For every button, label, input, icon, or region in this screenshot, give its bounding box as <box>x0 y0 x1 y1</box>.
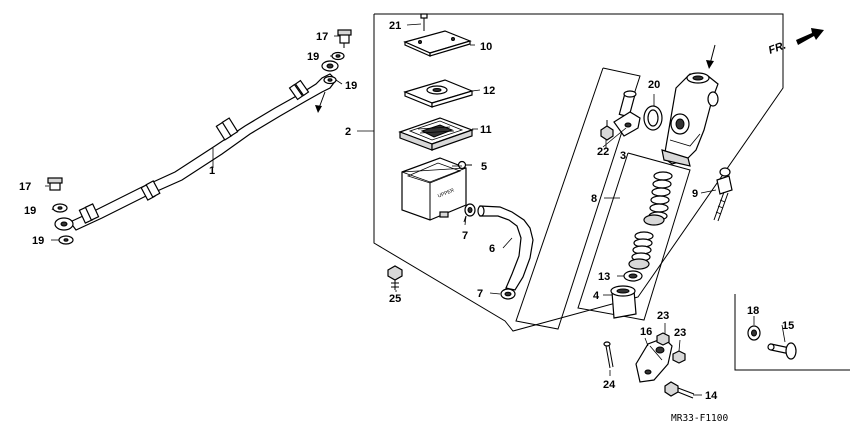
reservoir-joint <box>613 90 641 137</box>
hose-clip-upper <box>463 203 476 223</box>
mounting-bolt <box>387 265 403 290</box>
front-direction-label: FR. <box>767 39 788 56</box>
master-cylinder-body <box>661 72 719 167</box>
down-arrow-icon <box>706 44 716 69</box>
reservoir-hose <box>477 205 534 291</box>
hose-ring <box>78 79 310 224</box>
callout-25: 25 <box>389 293 401 305</box>
assembly-outline-bracket-box <box>734 294 850 371</box>
callout-8: 8 <box>591 193 597 205</box>
callout-19-lower-2: 19 <box>32 235 44 247</box>
callout-9: 9 <box>692 188 698 200</box>
callout-18: 18 <box>747 305 759 317</box>
cap-plate <box>403 79 474 108</box>
callout-3: 3 <box>620 150 626 162</box>
down-arrow-icon <box>315 91 326 113</box>
callout-20: 20 <box>648 79 660 91</box>
piston <box>628 231 654 270</box>
callout-24: 24 <box>603 379 616 391</box>
callout-14: 14 <box>705 390 718 402</box>
callout-15: 15 <box>782 320 794 332</box>
front-direction-arrow-icon <box>796 28 824 45</box>
callout-1: 1 <box>209 165 215 177</box>
mounting-bracket <box>635 337 673 383</box>
clevis-pin <box>767 342 797 360</box>
callout-19-lower: 19 <box>24 205 36 217</box>
seal-washer <box>623 270 643 282</box>
bracket-bolt <box>664 381 695 399</box>
callout-21: 21 <box>389 20 401 32</box>
callout-10: 10 <box>480 41 492 53</box>
pin-washer <box>747 325 761 341</box>
callout-11: 11 <box>480 124 492 136</box>
callout-19-upper-2: 19 <box>345 80 357 92</box>
callout-7-lower: 7 <box>477 288 483 300</box>
callout-13: 13 <box>598 271 610 283</box>
o-ring <box>643 105 663 131</box>
callout-19-upper: 19 <box>307 51 319 63</box>
reservoir-screw <box>420 13 428 31</box>
callout-23-left: 23 <box>657 310 669 322</box>
reservoir-body-screw <box>457 160 472 170</box>
hose-clip-lower <box>500 288 516 300</box>
callout-5: 5 <box>481 161 487 173</box>
piston-cup <box>643 214 665 226</box>
reservoir-cap <box>403 30 472 57</box>
bracket-nut-right <box>672 350 686 364</box>
reservoir-body: UPPER <box>401 157 467 221</box>
pushrod-adjuster <box>713 167 733 222</box>
joint-screw <box>600 120 614 141</box>
cotter-pin <box>603 341 614 369</box>
reservoir-diaphragm <box>398 117 474 151</box>
sealing-washer-upper-2 <box>323 75 337 85</box>
sealing-washer-upper <box>331 51 345 61</box>
leader-lines <box>45 23 786 396</box>
sealing-washer-lower <box>52 203 68 213</box>
sealing-washer-lower-2 <box>58 235 74 245</box>
piston-spring <box>648 171 673 221</box>
banjo-bolt-upper <box>337 29 352 48</box>
assembly-outline-piston <box>515 67 691 330</box>
brake-hose <box>54 60 339 231</box>
banjo-bolt-lower <box>47 177 63 191</box>
bracket-nut-left <box>656 332 670 346</box>
callout-2: 2 <box>345 126 351 138</box>
callout-23-right: 23 <box>674 327 686 339</box>
callout-6: 6 <box>489 243 495 255</box>
callout-7-upper: 7 <box>462 230 468 242</box>
callout-16: 16 <box>640 326 652 338</box>
callout-17-lower: 17 <box>19 181 31 193</box>
callout-12: 12 <box>483 85 495 97</box>
assembly-outline-reservoir <box>373 13 784 332</box>
callout-labels: 1 2 3 4 5 6 7 7 8 9 10 11 12 13 14 15 16… <box>19 20 794 402</box>
callout-4: 4 <box>593 290 600 302</box>
callout-22: 22 <box>597 146 609 158</box>
boot <box>610 285 637 319</box>
callout-17-upper: 17 <box>316 31 328 43</box>
diagram-code: MR33-F1100 <box>671 413 728 424</box>
